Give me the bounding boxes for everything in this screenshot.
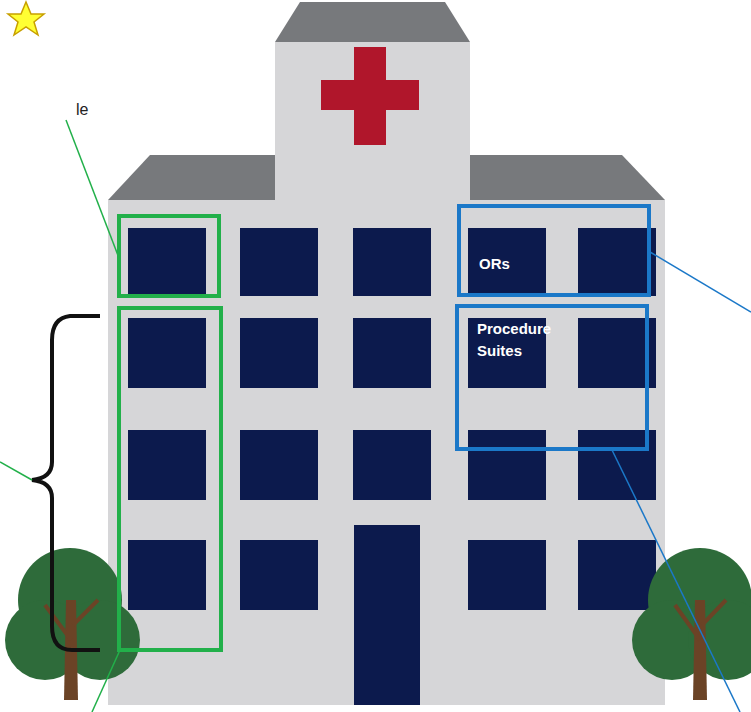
highlight-box — [119, 216, 219, 296]
highlight-box: Procedure Suites — [455, 304, 649, 451]
star-symbol — [8, 2, 44, 35]
area-label: ORs — [479, 253, 569, 275]
window — [353, 228, 431, 296]
tree-trunk — [693, 600, 707, 700]
tree-branch — [675, 600, 726, 640]
highlight-box — [119, 308, 221, 650]
leader-line — [650, 252, 751, 312]
window — [468, 540, 546, 610]
tower-roof — [275, 2, 470, 42]
cross-horizontal — [321, 80, 419, 110]
door — [354, 525, 420, 705]
leader-line — [612, 450, 740, 712]
leader-line — [66, 120, 119, 258]
callout-text: le — [76, 101, 88, 119]
window — [240, 540, 318, 610]
windows — [128, 228, 656, 705]
right-tree — [632, 548, 751, 700]
window — [128, 228, 206, 296]
window — [353, 318, 431, 388]
window — [578, 318, 656, 388]
window — [240, 318, 318, 388]
highlight-box: ORs — [457, 204, 651, 297]
window — [578, 430, 656, 500]
area-label: Procedure Suites — [477, 318, 562, 362]
building-body — [108, 200, 665, 705]
leader-line — [92, 650, 120, 712]
window — [240, 228, 318, 296]
window — [578, 228, 656, 296]
leader-line — [0, 462, 32, 480]
left-roof — [108, 155, 275, 200]
window — [128, 540, 206, 610]
window — [128, 318, 206, 388]
window — [128, 430, 206, 500]
tower-body — [275, 42, 470, 202]
window — [240, 430, 318, 500]
window — [353, 430, 431, 500]
window — [468, 430, 546, 500]
right-roof — [470, 155, 665, 200]
window — [578, 540, 656, 610]
bracket — [32, 316, 100, 650]
